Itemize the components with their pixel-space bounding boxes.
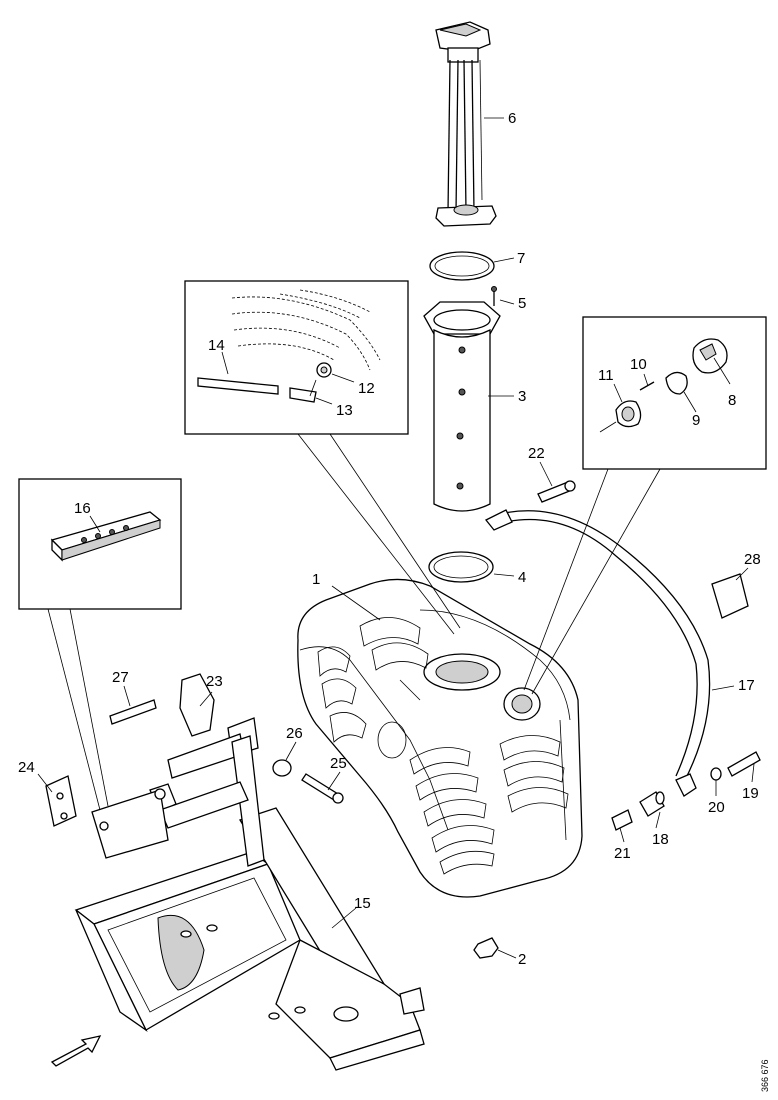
direction-arrow-icon	[50, 1035, 102, 1067]
washer-20	[710, 767, 722, 781]
inset-cap-parts	[582, 316, 767, 470]
callout-4: 4	[518, 569, 526, 586]
callout-18: 18	[652, 831, 669, 848]
callout-8: 8	[728, 392, 736, 409]
callout-24: 24	[18, 759, 35, 776]
callout-25: 25	[330, 755, 347, 772]
support-bracket	[91, 673, 265, 867]
fitting-19	[727, 751, 761, 777]
callout-21: 21	[614, 845, 631, 862]
banjo-bolt	[537, 480, 576, 503]
callout-12: 12	[358, 380, 375, 397]
callout-6: 6	[508, 110, 516, 127]
drawing-code: 366 676	[760, 1059, 770, 1092]
callout-19: 19	[742, 785, 759, 802]
mounting-plate-24	[45, 775, 77, 827]
strip-27	[109, 699, 157, 725]
callout-leaders	[37, 117, 755, 929]
callout-23: 23	[206, 673, 223, 690]
fuel-hose	[484, 509, 711, 797]
tank-cradle-frame	[74, 807, 425, 1071]
callout-17: 17	[738, 677, 755, 694]
o-ring-upper	[429, 251, 495, 281]
spacer-26	[272, 759, 292, 777]
filler-tube	[423, 301, 501, 512]
callout-28: 28	[744, 551, 761, 568]
callout-22: 22	[528, 445, 545, 462]
fuel-level-sender	[435, 21, 497, 227]
fitting-21	[611, 809, 633, 831]
callout-14: 14	[208, 337, 225, 354]
inset-leader-lines	[47, 433, 661, 811]
drain-plug	[473, 937, 517, 959]
callout-13: 13	[336, 402, 353, 419]
bolt-25	[301, 773, 344, 804]
callout-15: 15	[354, 895, 371, 912]
callout-labels: 6 7 5 3 4 1 2 8 9 10 11 12 13 14 15 16 1…	[18, 110, 761, 968]
callout-10: 10	[630, 356, 647, 373]
callout-20: 20	[708, 799, 725, 816]
callout-11: 11	[598, 367, 614, 384]
inset-bracket	[18, 478, 182, 610]
inset-hose-connection	[184, 280, 409, 435]
callout-27: 27	[112, 669, 129, 686]
callout-3: 3	[518, 388, 526, 405]
pad-28	[711, 573, 749, 619]
screw-5	[491, 286, 497, 306]
callout-9: 9	[692, 412, 700, 429]
fuel-tank	[297, 578, 583, 898]
o-ring-lower	[428, 551, 494, 583]
callout-2: 2	[518, 951, 526, 968]
fitting-18	[639, 791, 665, 817]
callout-1: 1	[312, 571, 320, 588]
callout-7: 7	[517, 250, 525, 267]
callout-26: 26	[286, 725, 303, 742]
callout-16: 16	[74, 500, 91, 517]
callout-5: 5	[518, 295, 526, 312]
